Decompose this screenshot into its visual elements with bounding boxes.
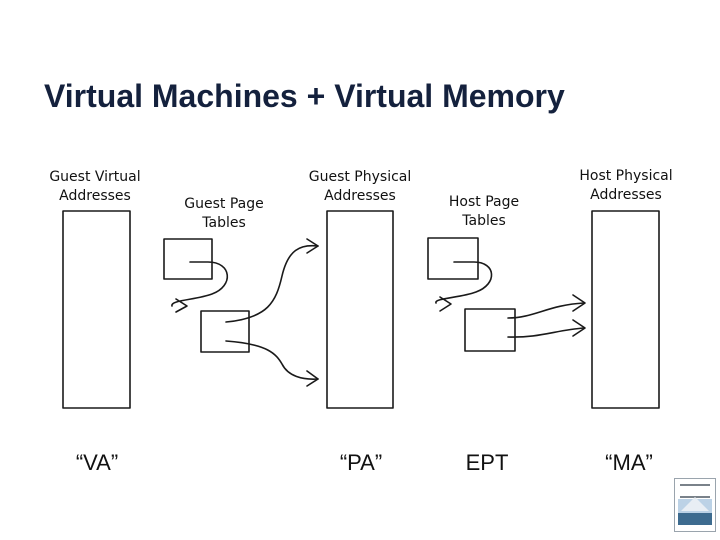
label-line: Host Physical	[579, 168, 673, 184]
guest-physical-address-space	[326, 210, 394, 409]
host-page-tables-label: Host Page Tables	[436, 193, 532, 231]
host-pt-upper-arrow	[507, 302, 585, 319]
guest-virtual-addresses-label: Guest Virtual Addresses	[40, 168, 150, 206]
host-physical-addresses-label: Host Physical Addresses	[568, 167, 684, 205]
guest-page-table-bottom	[200, 310, 250, 353]
label-line: Host Page	[448, 194, 520, 210]
label-line: Guest Page	[184, 196, 264, 212]
guest-pt-upper-arrowhead	[306, 238, 319, 254]
host-page-table-bottom	[464, 308, 516, 352]
label-line: Addresses	[590, 187, 662, 203]
pa-label: “PA”	[339, 450, 383, 475]
va-label: “VA”	[75, 450, 119, 475]
host-page-table-top	[427, 237, 479, 280]
label-line: Addresses	[324, 188, 396, 204]
ept-label: EPT	[465, 450, 509, 475]
host-pt-link-arrowhead	[439, 296, 452, 312]
slide-title: Virtual Machines + Virtual Memory	[44, 78, 565, 114]
guest-page-table-top	[163, 238, 213, 280]
logo-mountain	[681, 497, 709, 511]
label-line: Addresses	[59, 188, 131, 204]
label-line: Guest Virtual	[49, 169, 141, 185]
host-pt-lower-arrowhead	[572, 319, 586, 337]
logo-lake	[678, 513, 712, 525]
host-physical-address-space	[591, 210, 660, 409]
guest-pt-lower-arrow	[225, 340, 319, 380]
ma-label: “MA”	[605, 450, 653, 475]
host-pt-link-arrow	[435, 261, 493, 304]
label-line: Guest Physical	[308, 169, 412, 185]
guest-pt-upper-arrow	[225, 244, 319, 323]
guest-pt-link-arrowhead	[175, 298, 188, 313]
guest-pt-link-arrow	[171, 261, 229, 307]
label-line: Tables	[462, 213, 506, 229]
guest-physical-addresses-label: Guest Physical Addresses	[298, 168, 422, 206]
label-line: Tables	[202, 215, 246, 231]
guest-pt-lower-arrowhead	[306, 370, 319, 387]
logo-title-lines	[680, 484, 710, 498]
guest-page-tables-label: Guest Page Tables	[172, 195, 276, 233]
book-cover-logo	[674, 478, 716, 532]
host-pt-upper-arrowhead	[572, 294, 586, 312]
host-pt-lower-arrow	[507, 327, 585, 338]
guest-virtual-address-space	[62, 210, 131, 409]
